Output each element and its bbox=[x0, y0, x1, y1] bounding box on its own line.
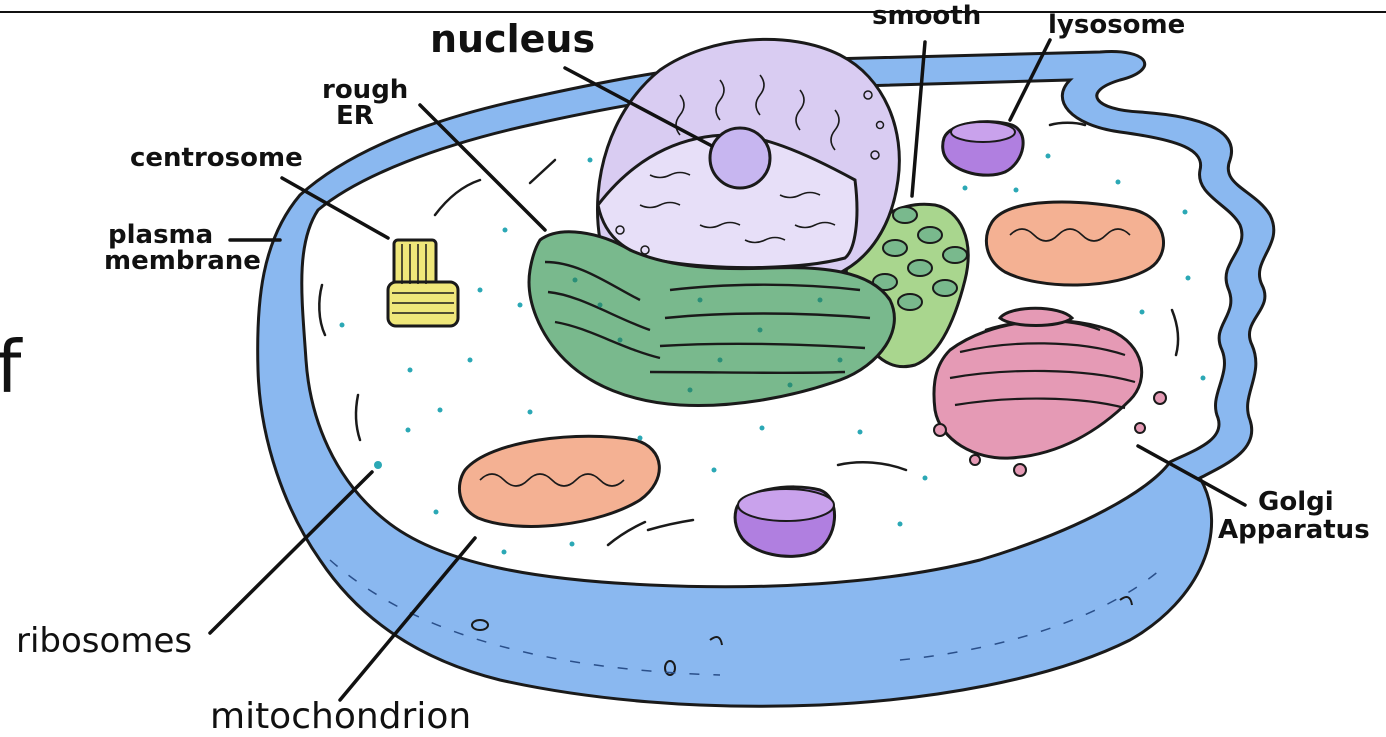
label-ribosomes: ribosomes bbox=[16, 621, 192, 661]
nucleolus bbox=[710, 128, 770, 188]
label-centrosome: centrosome bbox=[130, 143, 303, 173]
page-letter: f bbox=[0, 325, 23, 409]
label-rough-er-line2: ER bbox=[336, 101, 374, 131]
label-mitochondrion: mitochondrion bbox=[210, 696, 471, 732]
lysosome-top bbox=[943, 122, 1023, 175]
lysosome-bottom bbox=[735, 487, 835, 556]
label-nucleus: nucleus bbox=[430, 17, 595, 61]
label-lysosome: lysosome bbox=[1048, 10, 1185, 40]
label-rough-er: rough ER bbox=[322, 75, 417, 131]
label-golgi: Golgi Apparatus bbox=[1218, 487, 1370, 545]
label-golgi-line2: Apparatus bbox=[1218, 515, 1370, 545]
label-plasma-membrane-line2: membrane bbox=[104, 246, 261, 276]
label-smooth: smooth bbox=[872, 1, 981, 31]
label-golgi-line1: Golgi bbox=[1258, 487, 1334, 517]
label-plasma-membrane: plasma membrane bbox=[104, 220, 261, 276]
mitochondrion-right bbox=[986, 202, 1163, 285]
